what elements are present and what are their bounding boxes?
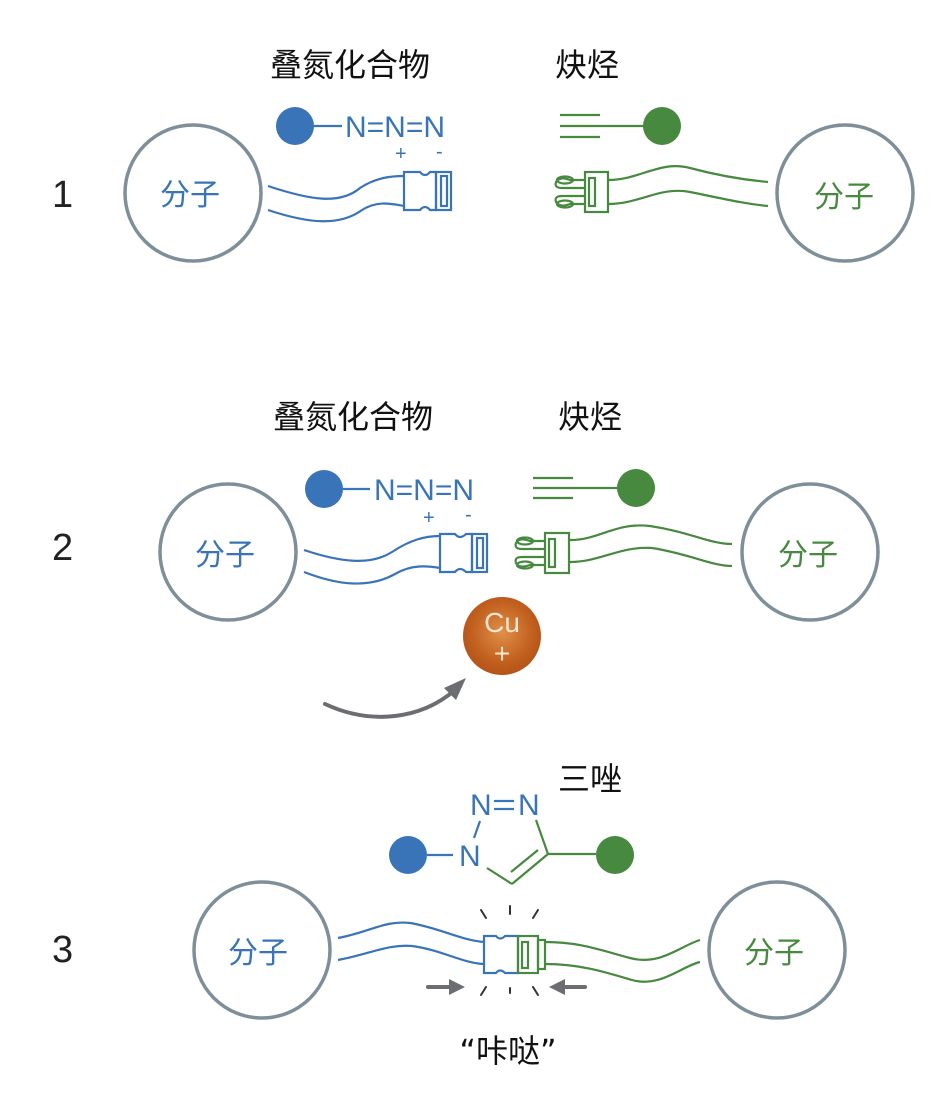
triazole-n2: N (470, 789, 492, 822)
alkyne-group (560, 107, 681, 145)
triazole-structure: N N N (389, 789, 634, 885)
right-strap-icon (607, 165, 769, 184)
left-molecule-label: 分子 (228, 936, 288, 971)
charge-plus: + (423, 507, 435, 529)
charge-minus: - (436, 141, 443, 163)
azide-ball-icon (276, 107, 314, 145)
azide-ball-icon (389, 836, 427, 874)
right-molecule-circle (707, 880, 847, 1020)
connected-buckle-icon (482, 934, 547, 975)
charge-minus: - (465, 504, 472, 526)
male-buckle-icon (554, 170, 610, 214)
right-molecule-label: 分子 (744, 936, 804, 971)
triazole-n1: N (459, 840, 481, 873)
step-number: 2 (52, 527, 73, 569)
right-molecule-label: 分子 (778, 538, 838, 573)
left-molecule-label: 分子 (195, 538, 255, 573)
click-sound-label: “咔哒” (459, 1032, 556, 1070)
azide-formula: N=N=N (345, 111, 445, 144)
female-buckle-icon (402, 170, 453, 212)
alkyne-ball-icon (596, 836, 634, 874)
left-molecule-circle (123, 123, 263, 263)
left-molecule-label: 分子 (160, 178, 220, 213)
alkyne-ball-icon (643, 107, 681, 145)
step-1: 1 叠氮化合物 炔烃 N=N=N + - 分子 (52, 46, 915, 263)
step-number: 3 (52, 929, 73, 971)
azide-group: N=N=N + - (305, 470, 474, 529)
triazole-label: 三唑 (558, 760, 622, 798)
right-molecule-label: 分子 (814, 180, 874, 215)
azide-ball-icon (305, 470, 343, 508)
push-arrow-right-icon (426, 979, 465, 995)
copper-ion-icon (463, 597, 541, 675)
alkyne-label: 炔烃 (558, 398, 622, 436)
step-number: 1 (52, 174, 73, 216)
right-molecule-circle (775, 123, 915, 263)
left-molecule-circle (192, 880, 332, 1020)
alkyne-ball-icon (617, 469, 655, 507)
azide-label: 叠氮化合物 (270, 46, 430, 84)
alkyne-label: 炔烃 (555, 46, 619, 84)
azide-formula: N=N=N (374, 474, 474, 507)
click-sparks-icon (480, 905, 539, 996)
push-arrow-left-icon (549, 979, 587, 995)
alkyne-group (533, 469, 655, 507)
left-strap-icon (267, 174, 405, 200)
curved-arrow-icon (323, 678, 466, 719)
azide-label: 叠氮化合物 (273, 398, 433, 436)
catalyst-symbol: Cu (484, 607, 520, 638)
step-3: 3 三唑 N N N 分子 分子 (52, 760, 847, 1070)
right-molecule-circle (740, 482, 880, 622)
male-buckle-icon (514, 531, 571, 575)
step-2: 2 叠氮化合物 炔烃 N=N=N + - 分子 分子 (52, 398, 880, 719)
triazole-n3: N (518, 789, 540, 822)
azide-group: N=N=N + - (276, 107, 445, 165)
copper-catalyst: Cu + (463, 597, 541, 675)
left-molecule-circle (158, 482, 298, 622)
catalyst-charge: + (494, 638, 510, 669)
female-buckle-icon (438, 532, 489, 574)
charge-plus: + (395, 143, 407, 165)
